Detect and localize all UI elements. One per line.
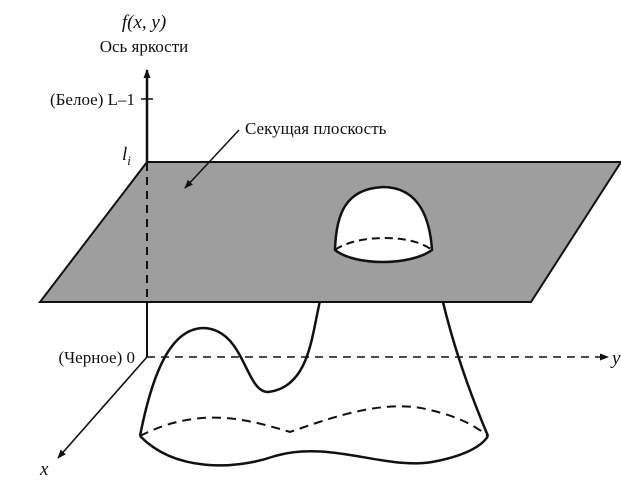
slicing-plane [37,161,621,303]
y-axis-label: y [610,348,621,369]
black-level-label: (Черное) 0 [58,348,135,367]
plane-leader-line [184,129,240,189]
surface-base-front [139,435,490,467]
z-axis-name-label: Ось яркости [100,37,189,56]
slicing-plane-label: Секущая плоскость [245,119,387,138]
surface-outline-left [138,249,337,437]
z-axis-function-label: f(x, y) [122,12,166,33]
surface-base-back [139,405,489,437]
intensity-surface-peak [333,185,434,264]
peak-cap [333,185,434,264]
white-level-label: (Белое) L–1 [50,90,135,109]
x-axis [57,356,148,459]
peak-back-edge [334,237,433,251]
x-axis-label: x [39,459,49,480]
slice-level-label: li [122,144,131,168]
